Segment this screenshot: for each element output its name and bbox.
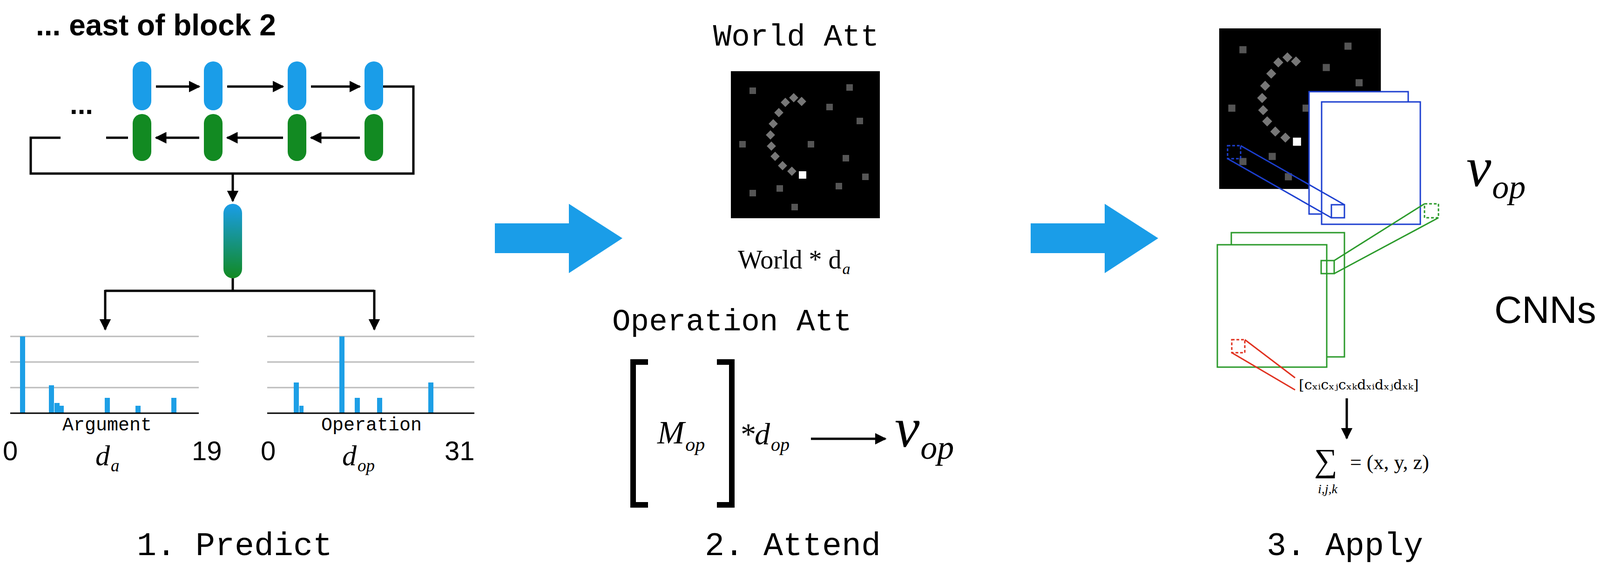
- histogram: [354, 398, 360, 414]
- histogram: [48, 385, 55, 414]
- lstm-chain: [155, 136, 200, 140]
- cnn-filters: [1321, 260, 1335, 274]
- axis-tick: 0: [2, 437, 18, 465]
- histogram: [59, 405, 64, 414]
- histogram: [135, 405, 141, 414]
- lstm-chain: [30, 86, 414, 174]
- sum-symbol: ∑: [1314, 444, 1338, 478]
- lstm-chain: [227, 85, 284, 88]
- lstm-chain: [203, 61, 223, 111]
- histogram: [171, 398, 177, 414]
- cnn-filters: [1345, 398, 1349, 439]
- histogram: [267, 336, 475, 388]
- histogram: [104, 398, 110, 414]
- lstm-chain: [155, 86, 360, 138]
- cnn-filters: [1217, 91, 1439, 439]
- math-symbol: d: [95, 441, 110, 471]
- histogram: [10, 336, 475, 388]
- axis-tick: 0: [260, 437, 276, 465]
- cnn-filters: [1321, 101, 1421, 225]
- histogram: [293, 382, 299, 414]
- step-title: 2. Attend: [704, 530, 881, 564]
- world-grid: [730, 71, 880, 219]
- lstm-chain: [287, 114, 307, 162]
- math-symbol: v: [894, 400, 920, 457]
- histogram: [20, 336, 434, 414]
- arrow: [810, 438, 886, 441]
- histogram: [20, 336, 26, 414]
- math-subscript: a: [842, 261, 851, 277]
- lstm-chain: [106, 136, 129, 140]
- math-subscript: op: [685, 434, 705, 455]
- histogram: [299, 405, 304, 414]
- cnn-filters: [1217, 244, 1327, 368]
- math-expression: = (x, y, z): [1350, 452, 1430, 473]
- cnn-filters: [1227, 145, 1345, 218]
- lstm-chain: [30, 61, 414, 330]
- histogram: [10, 412, 475, 415]
- lstm-chain: [231, 173, 235, 202]
- math-symbol: v: [1466, 139, 1492, 196]
- lstm-chain: [155, 85, 200, 88]
- step-title: 1. Predict: [136, 530, 333, 564]
- cnn-filters: [1231, 339, 1245, 353]
- panel-title: Operation Att: [612, 307, 852, 338]
- module-label: CNNs: [1494, 290, 1597, 330]
- math-symbol: *d: [739, 418, 770, 450]
- lstm-chain: [310, 136, 360, 140]
- feature-vector: [cₓᵢcₓⱼcₓₖdₓᵢdₓⱼdₓₖ]: [1298, 378, 1419, 392]
- lstm-chain: [310, 85, 360, 88]
- cnn-filters: [1227, 145, 1241, 159]
- cnn-filters: [1231, 339, 1296, 391]
- histogram: [428, 382, 434, 414]
- lstm-chain: [104, 290, 107, 330]
- axis-tick: 31: [444, 437, 475, 465]
- sum-index: i,j,k: [1317, 482, 1338, 496]
- histogram: [10, 336, 199, 388]
- ellipsis: ...: [69, 90, 94, 119]
- math-symbol: M: [657, 416, 685, 450]
- world-grid: [730, 28, 1381, 219]
- lstm-chain: [223, 203, 243, 279]
- histogram: [377, 398, 383, 414]
- math-subscript: a: [110, 457, 120, 475]
- math-subscript: op: [357, 457, 375, 475]
- histogram: [10, 336, 475, 414]
- cnn-filters: [1424, 203, 1439, 218]
- axis-title: Operation: [321, 416, 422, 436]
- axis-tick: 19: [191, 437, 223, 465]
- math-subscript: op: [770, 435, 790, 455]
- histogram: [339, 336, 345, 414]
- lstm-chain: [373, 290, 376, 330]
- lstm-chain: [132, 61, 152, 111]
- step-title: 3. Apply: [1266, 530, 1424, 564]
- math-symbol: d: [342, 441, 357, 471]
- lstm-chain: [364, 61, 384, 111]
- lstm-chain: [227, 136, 284, 140]
- axis-title: Argument: [62, 416, 152, 436]
- flow-arrow: [1030, 203, 1159, 274]
- histogram: [54, 403, 60, 414]
- lstm-chain: [364, 114, 384, 162]
- lstm-chain: [203, 114, 223, 162]
- cnn-filters: [1331, 204, 1345, 218]
- matrix-bracket: [633, 362, 732, 506]
- flow-arrow: [494, 203, 623, 274]
- lstm-chain: [132, 114, 152, 162]
- heading: ... east of block 2: [35, 10, 277, 41]
- lstm-chain: [287, 61, 307, 111]
- math-subscript: op: [920, 431, 954, 465]
- cnn-filters: [1334, 203, 1439, 274]
- math-expression: World * d: [737, 246, 842, 273]
- matrix-bracket: [633, 362, 649, 506]
- panel-title: World Att: [713, 22, 879, 54]
- math-subscript: op: [1491, 170, 1526, 204]
- lstm-chain: [105, 278, 375, 291]
- matrix-bracket: [716, 362, 732, 506]
